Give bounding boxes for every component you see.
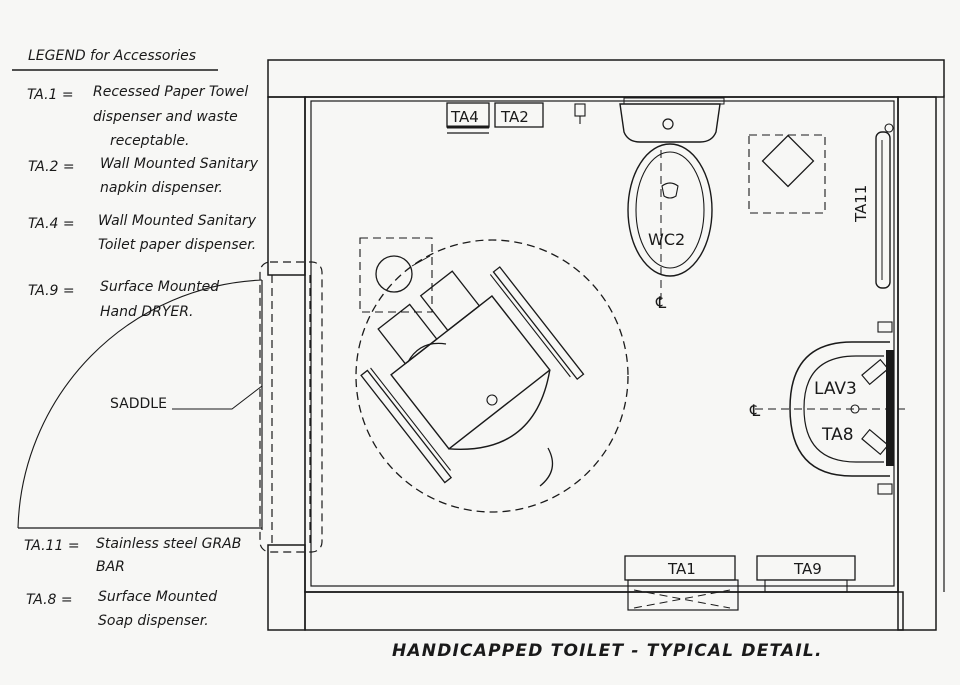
- floor-drain-right: [748, 134, 826, 214]
- ta1-recess: [627, 579, 739, 611]
- lavatory-basin-outer: [789, 341, 890, 477]
- floor-drain-diamond: [761, 134, 815, 188]
- left-wall-upper: [267, 96, 306, 276]
- door-frame: [259, 261, 323, 553]
- legend-text-ta1-1: Recessed Paper Towel: [93, 84, 248, 100]
- legend-code-ta9: TA.9 =: [28, 283, 75, 299]
- floor-drain-round: [375, 255, 413, 293]
- legend-text-ta8-2: Soap dispenser.: [98, 613, 209, 629]
- lav3-label: LAV3: [814, 379, 857, 399]
- door-swing-arc: [17, 279, 263, 529]
- legend-text-ta9-2: Hand DRYER.: [100, 304, 193, 320]
- wc-tank: [619, 103, 721, 143]
- walls: [267, 59, 945, 631]
- legend: LEGEND for Accessories TA.1 = Recessed P…: [12, 48, 259, 629]
- ta1-ta9-units: TA1 TA9: [624, 555, 856, 593]
- ta1-label: TA1: [667, 560, 696, 578]
- lav-centerline: ℄: [749, 401, 761, 420]
- legend-text-ta8-1: Surface Mounted: [98, 589, 217, 605]
- right-wall: [897, 96, 937, 631]
- top-wall: [267, 59, 945, 98]
- legend-code-ta2: TA.2 =: [28, 159, 75, 175]
- legend-code-ta8: TA.8 =: [26, 592, 73, 608]
- legend-text-ta4-2: Toilet paper dispenser.: [98, 237, 256, 253]
- wc-centerline: ℄: [655, 293, 667, 312]
- floor-drain-left: [359, 237, 433, 313]
- wheelchair-symbol: [360, 266, 585, 484]
- grab-bar-ta11: TA11: [852, 123, 894, 495]
- grab-bar: [875, 131, 891, 289]
- ta8-label: TA8: [821, 425, 854, 445]
- legend-text-ta11-1: Stainless steel GRAB: [96, 536, 241, 552]
- legend-code-ta1: TA.1 =: [27, 87, 74, 103]
- legend-text-ta2-1: Wall Mounted Sanitary: [100, 156, 259, 172]
- legend-text-ta1-2: dispenser and waste: [93, 109, 238, 125]
- ta9-label: TA9: [793, 560, 822, 578]
- ta4-label: TA4: [450, 108, 479, 126]
- lavatory-backsplash: [886, 350, 894, 466]
- legend-code-ta4: TA.4 =: [28, 216, 75, 232]
- wc2-label: WC2: [648, 230, 685, 249]
- saddle-leader: [172, 385, 263, 410]
- bottom-wall: [304, 591, 904, 631]
- legend-text-ta1-3: receptable.: [110, 133, 189, 149]
- ta11-label: TA11: [852, 185, 870, 223]
- water-closet-wc2: WC2 ℄: [619, 103, 721, 312]
- legend-text-ta9-1: Surface Mounted: [100, 279, 219, 295]
- inner-finish-line: [310, 100, 895, 587]
- left-wall-lower: [267, 544, 306, 631]
- lavatory-lav3: ℄ LAV3 TA8: [749, 341, 905, 477]
- saddle-label: SADDLE: [110, 396, 167, 412]
- ta4-ta2-dispensers: TA4 TA2: [446, 102, 586, 134]
- legend-text-ta2-2: napkin dispenser.: [100, 180, 223, 196]
- door-assembly: SADDLE: [17, 261, 323, 553]
- flush-valve: [574, 103, 586, 117]
- ta1-box: [624, 555, 736, 581]
- wc-bowl: [627, 143, 713, 277]
- wheelchair-turning-space: [355, 239, 629, 513]
- legend-code-ta11: TA.11 =: [24, 538, 80, 554]
- ta2-box: [494, 102, 544, 128]
- ta2-label: TA2: [500, 108, 529, 126]
- legend-text-ta11-2: BAR: [96, 559, 125, 575]
- turning-circle: [355, 239, 629, 513]
- room-outline: [304, 96, 899, 593]
- legend-text-ta4-1: Wall Mounted Sanitary: [98, 213, 257, 229]
- drawing-caption: HANDICAPPED TOILET - TYPICAL DETAIL.: [392, 641, 823, 661]
- lavatory-basin-inner: [803, 355, 884, 463]
- legend-title: LEGEND for Accessories: [28, 48, 196, 64]
